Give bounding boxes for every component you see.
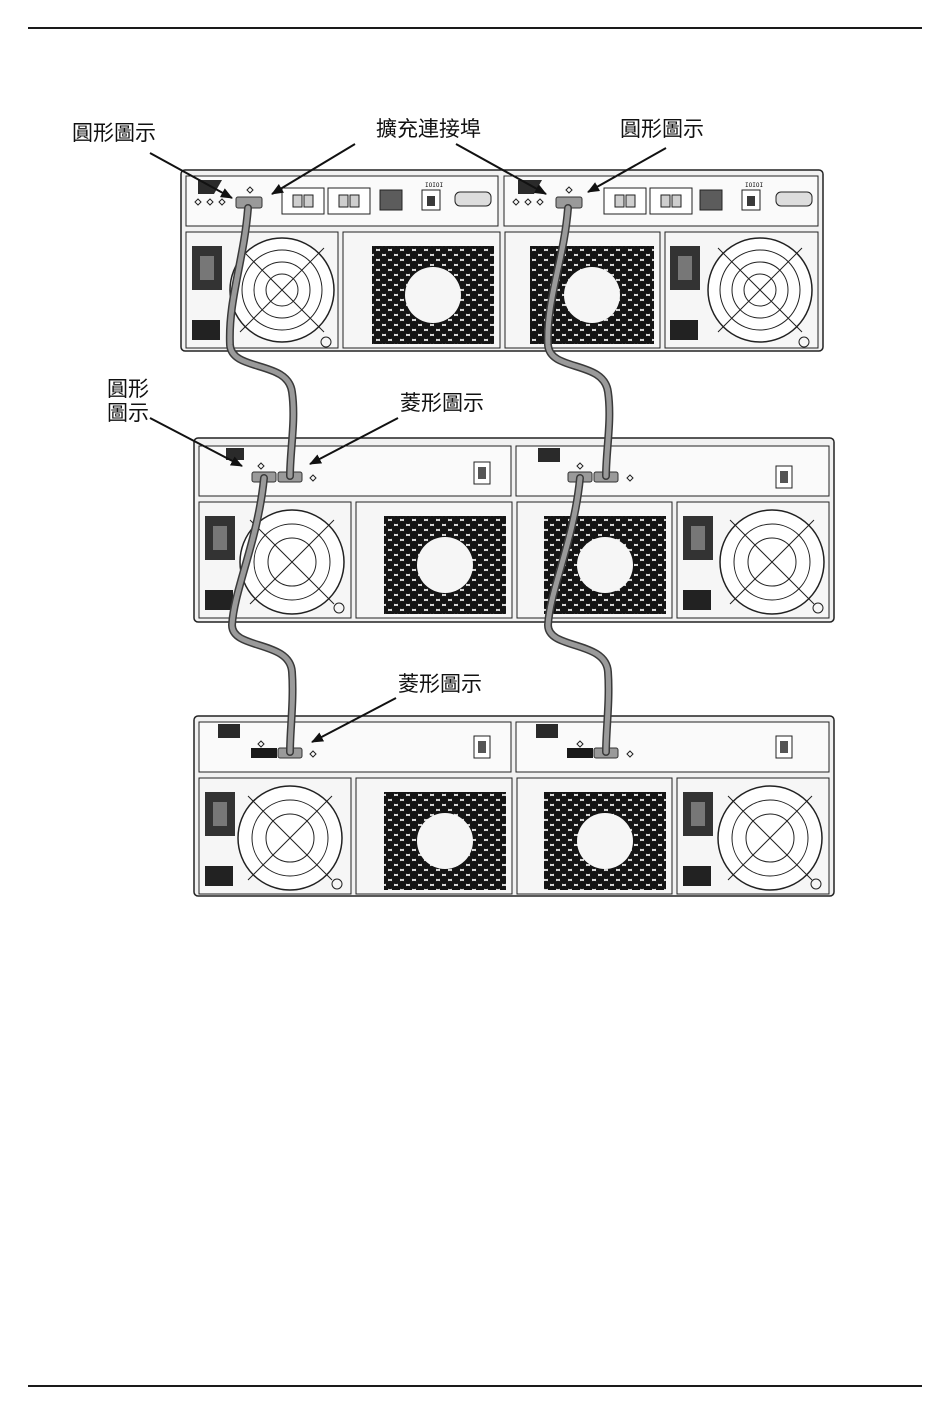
callout-circle-icon-right: 圓形圖示 [620, 117, 704, 141]
serial-port-label: IOIOI [425, 182, 443, 189]
callout-diamond-icon-mid: 菱形圖示 [400, 391, 484, 415]
controller-enclosure: IOIOI IOIOI [181, 170, 823, 351]
callout-circle-icon-mid-line2: 圖示 [107, 401, 149, 425]
fan-module-right [505, 232, 660, 348]
raid-controller-left: IOIOI [186, 176, 498, 226]
raid-controller-right: IOIOI [504, 176, 818, 226]
serial-port-label-right: IOIOI [745, 182, 763, 189]
callout-expansion-port: 擴充連接埠 [376, 117, 481, 141]
callout-diamond-icon-bottom: 菱形圖示 [398, 672, 482, 696]
callout-circle-icon-left: 圓形圖示 [72, 121, 156, 145]
fan-module-left [343, 232, 500, 348]
power-supply-right [665, 232, 818, 348]
callout-circle-icon-mid-line1: 圓形 [107, 377, 149, 401]
power-supply-left [186, 232, 338, 348]
